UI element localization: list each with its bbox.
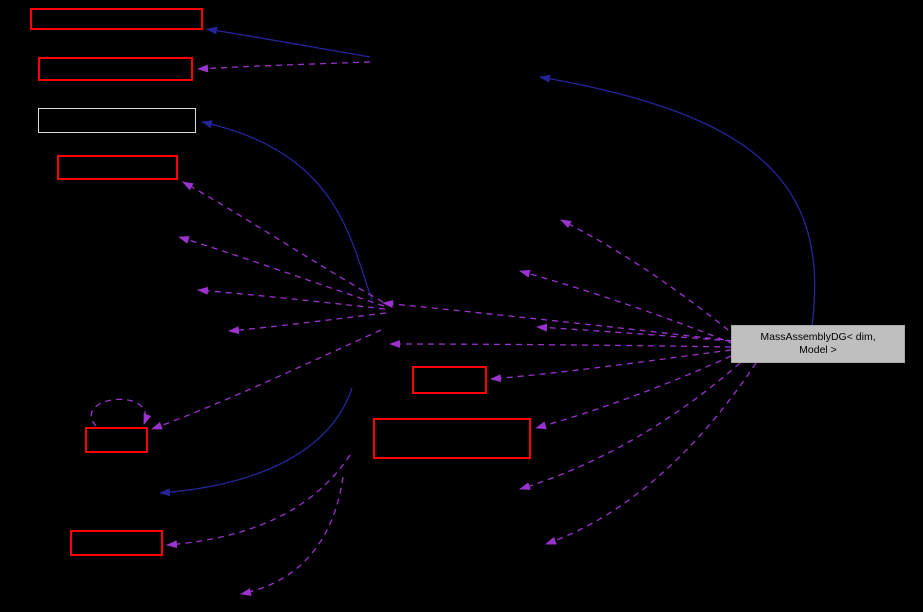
main-node-label-line1: MassAssemblyDG< dim, bbox=[760, 331, 876, 343]
edge-dashed-main-4 bbox=[519, 362, 741, 490]
node-box-3[interactable] bbox=[38, 108, 196, 133]
main-node: MassAssemblyDG< dim, Model > bbox=[731, 325, 905, 363]
edge-dashed-to-left-2 bbox=[197, 286, 386, 310]
edge-solid-to-box-1 bbox=[206, 26, 371, 58]
node-box-5[interactable] bbox=[412, 366, 487, 394]
edge-dashed-main-to-box-6 bbox=[535, 355, 732, 430]
node-box-4[interactable] bbox=[57, 155, 178, 180]
edge-solid-to-left-lower bbox=[159, 387, 353, 497]
edge-dashed-main-to-hub-2 bbox=[382, 300, 734, 342]
node-box-1[interactable] bbox=[30, 8, 203, 30]
edge-dashed-main-to-hub-1 bbox=[389, 340, 732, 349]
edge-dashed-main-2 bbox=[519, 269, 735, 345]
node-box-2[interactable] bbox=[38, 57, 193, 81]
main-node-label-line2: Model > bbox=[799, 344, 837, 356]
edge-dashed-main-3 bbox=[536, 323, 732, 342]
node-box-8[interactable] bbox=[70, 530, 163, 556]
edge-dashed-to-box-8 bbox=[166, 454, 351, 549]
edge-solid-from-main-top bbox=[539, 74, 816, 327]
edge-dashed-to-left-3 bbox=[228, 312, 387, 335]
edge-dashed-to-box-4 bbox=[182, 181, 384, 303]
edge-dashed-to-box-7 bbox=[151, 329, 382, 430]
edge-dashed-main-5 bbox=[545, 362, 757, 545]
edge-solid-to-box-3 bbox=[201, 120, 373, 301]
edge-dashed-to-left-1 bbox=[178, 236, 385, 307]
edge-dashed-to-box-2 bbox=[197, 61, 371, 73]
edge-dashed-main-1 bbox=[560, 219, 738, 338]
node-box-7[interactable] bbox=[85, 427, 148, 453]
edge-dashed-self-loop-box-7 bbox=[90, 398, 152, 427]
edge-dashed-to-bottom bbox=[240, 476, 344, 596]
node-box-6[interactable] bbox=[373, 418, 531, 459]
edge-dashed-main-to-box-5 bbox=[490, 349, 732, 383]
